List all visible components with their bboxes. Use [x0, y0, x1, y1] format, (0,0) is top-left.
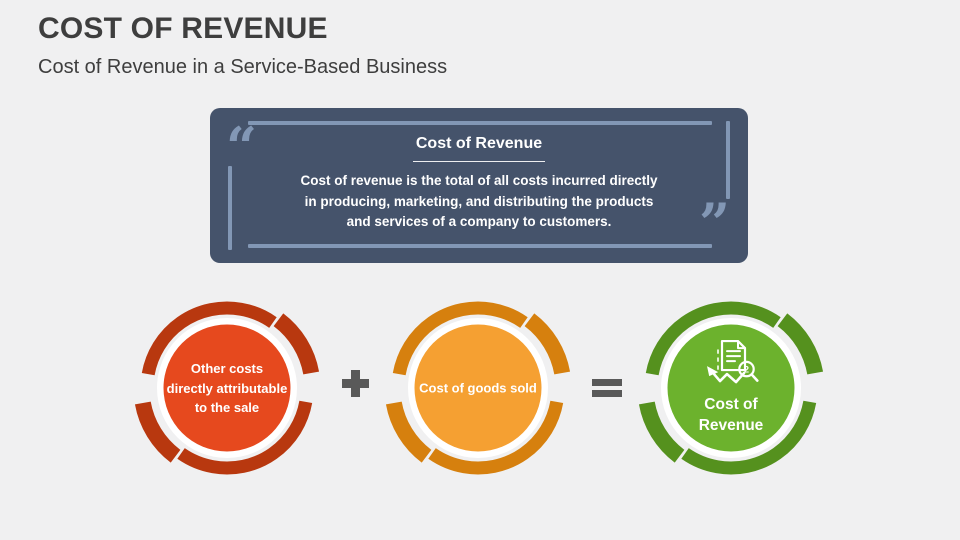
plus-icon	[342, 370, 369, 402]
segmented-ring-icon	[384, 294, 572, 482]
invoice-growth-coin-icon: 2	[707, 339, 759, 384]
quote-heading: Cost of Revenue	[415, 135, 543, 152]
operand-circle-other-costs: Other costs directly attributable to the…	[127, 288, 327, 488]
equals-icon	[592, 379, 622, 402]
segmented-ring-icon	[637, 294, 825, 482]
frame-line-left	[228, 166, 232, 250]
circle-label: Cost of Revenue	[698, 396, 764, 434]
frame-line-top	[248, 121, 712, 125]
quote-heading-underline	[413, 161, 545, 162]
page-subtitle: Cost of Revenue in a Service-Based Busin…	[38, 56, 448, 78]
circle-content: 2 Cost of Revenue	[670, 339, 792, 437]
quote-body: Cost of revenue is the total of all cost…	[300, 173, 658, 229]
result-circle-cost-of-revenue: 2 Cost of Revenue	[631, 288, 831, 488]
segmented-ring-icon	[133, 294, 321, 482]
open-quote-icon: “	[226, 115, 258, 179]
frame-line-right	[726, 121, 730, 199]
operand-circle-cost-of-goods-sold: Cost of goods sold	[378, 288, 578, 488]
close-quote-icon: ”	[698, 191, 730, 255]
quote-box: “ ” Cost of Revenue Cost of revenue is t…	[210, 108, 748, 263]
frame-line-bottom	[248, 244, 712, 248]
circle-label: Cost of goods sold	[419, 380, 537, 396]
page-title: COST OF REVENUE	[38, 12, 328, 45]
circle-content: Cost of goods sold	[417, 378, 539, 398]
circle-content: Other costs directly attributable to the…	[166, 359, 288, 418]
svg-text:2: 2	[744, 365, 749, 375]
circle-label: Other costs directly attributable to the…	[166, 360, 288, 415]
